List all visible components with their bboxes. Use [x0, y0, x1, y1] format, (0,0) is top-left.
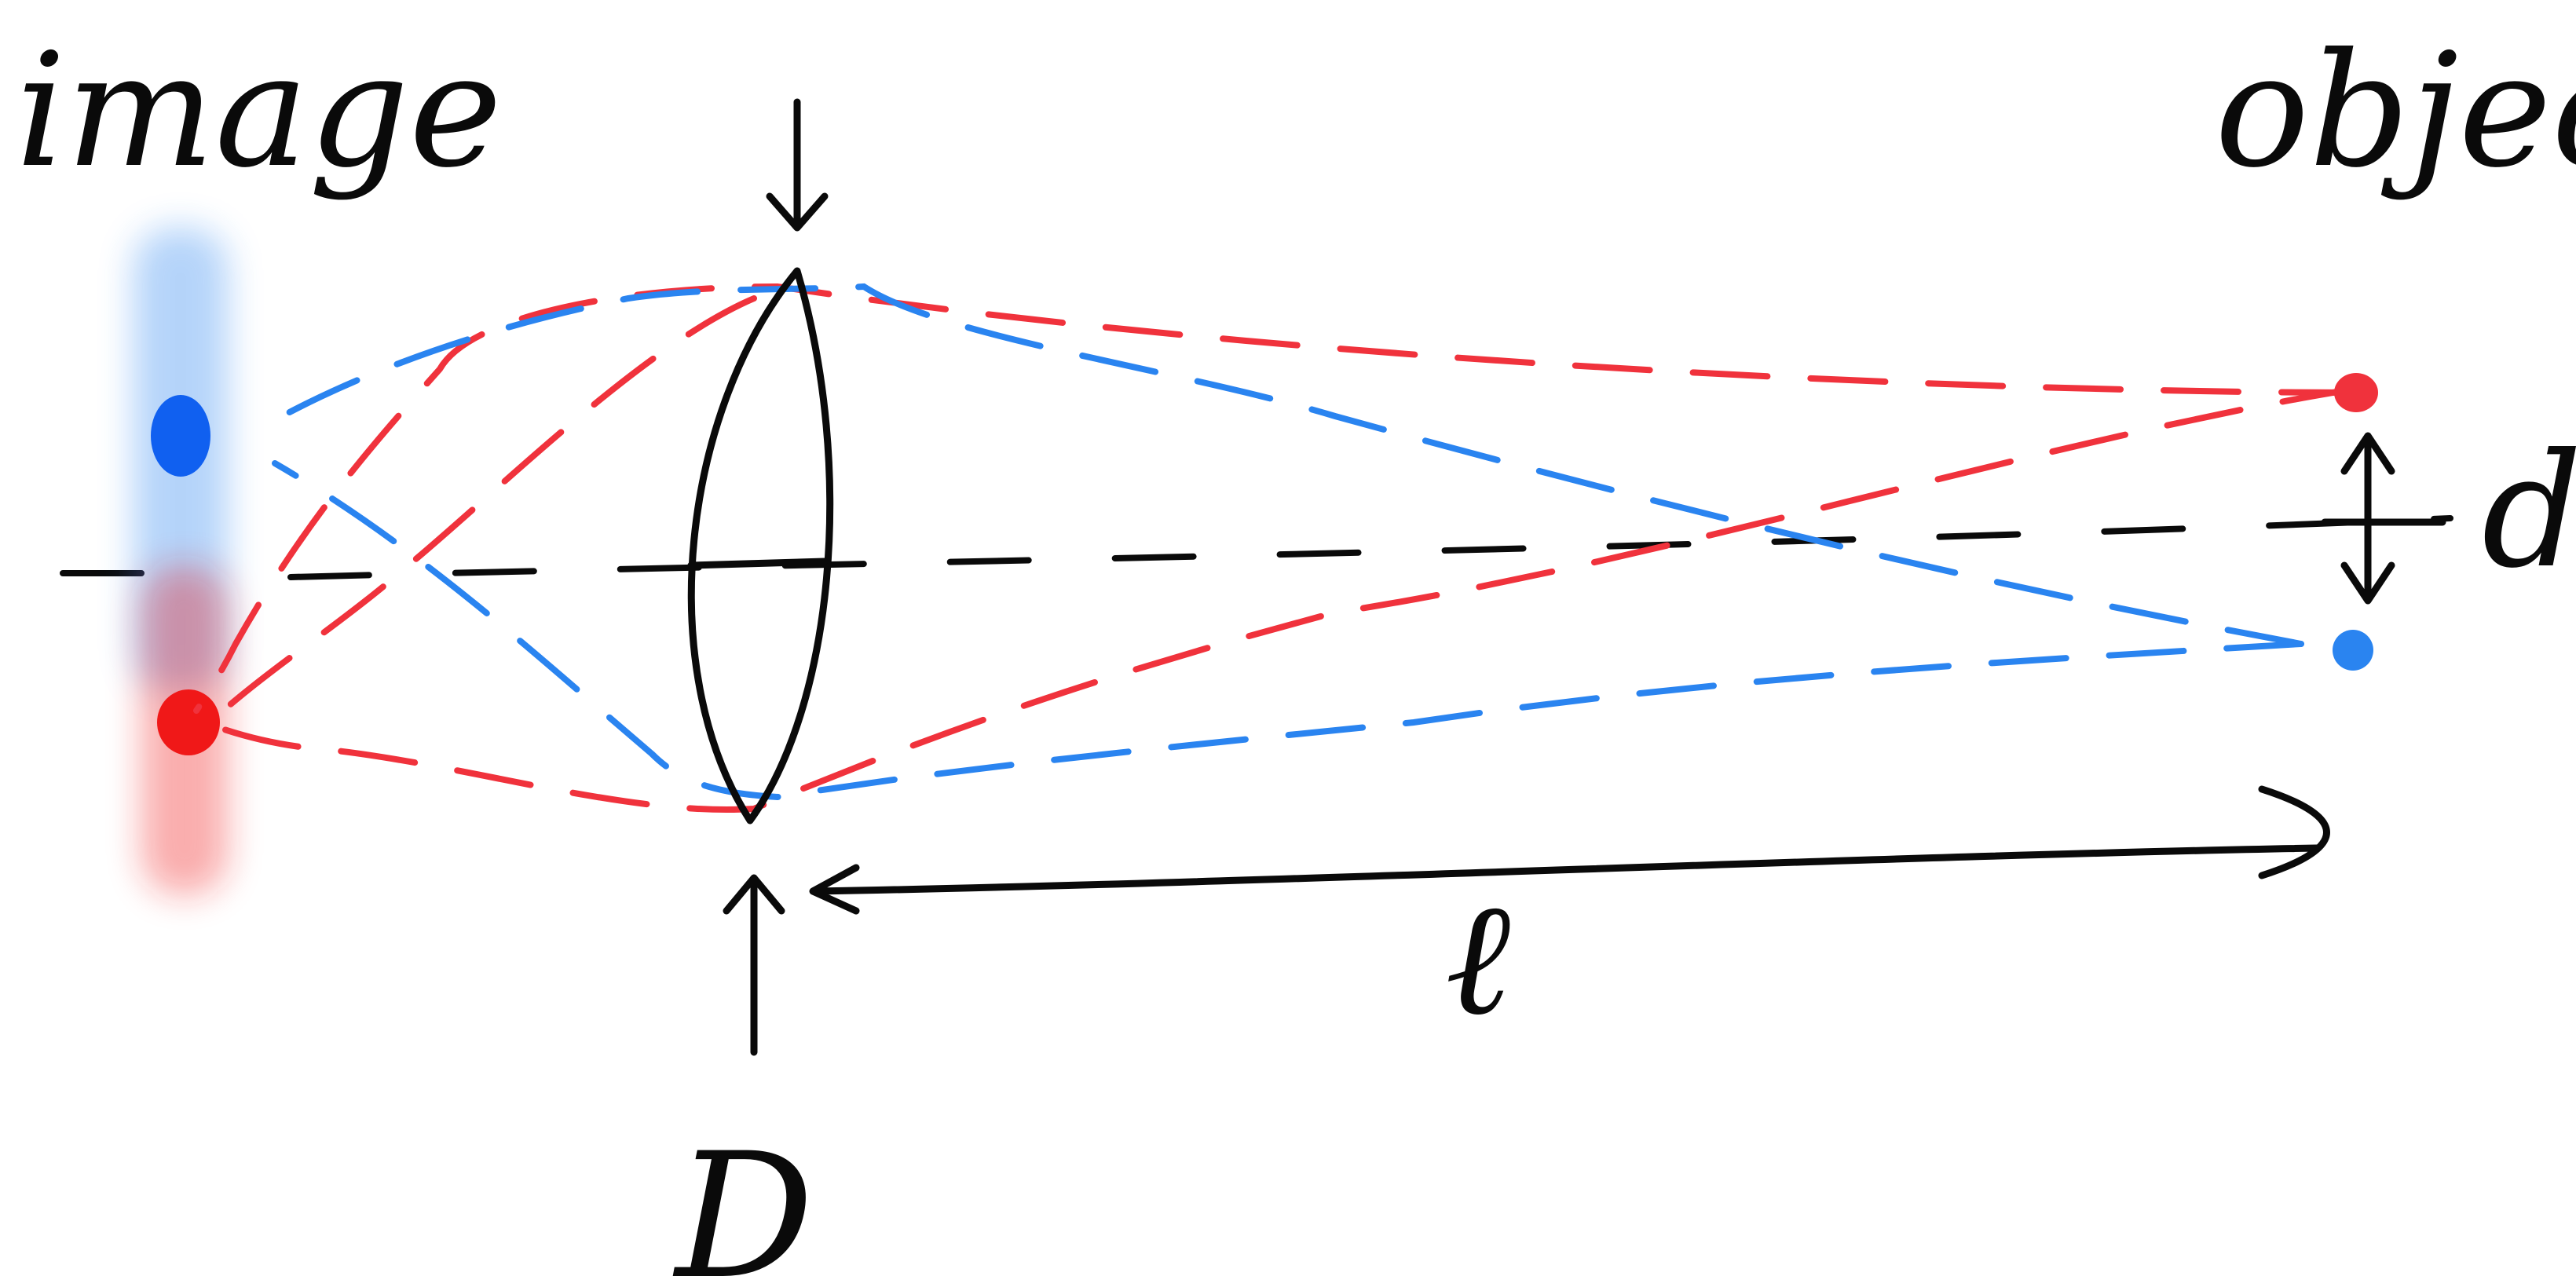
- distance-arrow: [809, 785, 2330, 915]
- red-ray-cross: [225, 295, 757, 710]
- distance-label: ℓ: [1445, 868, 1510, 1051]
- red-ray-top: [193, 283, 2359, 714]
- lens-axis-tick: [687, 558, 829, 569]
- optical-axis: [60, 515, 2453, 580]
- lens: [687, 267, 834, 824]
- aperture-label: D: [672, 1116, 814, 1287]
- blue-ray-bottom: [272, 460, 2304, 801]
- blue-ray-top: [272, 283, 2304, 647]
- aperture-arrow-top: [766, 98, 829, 232]
- image-red-point: [157, 689, 220, 755]
- red-ray-bottom: [201, 386, 2359, 814]
- image-red-blur: [141, 565, 228, 895]
- image-blue-point: [151, 395, 210, 477]
- separation-label: d: [2482, 420, 2576, 603]
- object-red-point: [2334, 373, 2378, 412]
- image-label: image: [16, 20, 502, 203]
- aperture-arrow-bottom: [723, 874, 785, 1056]
- object-blue-point: [2333, 630, 2373, 671]
- separation-arrow: [2321, 432, 2446, 605]
- object-label: object: [2215, 20, 2576, 203]
